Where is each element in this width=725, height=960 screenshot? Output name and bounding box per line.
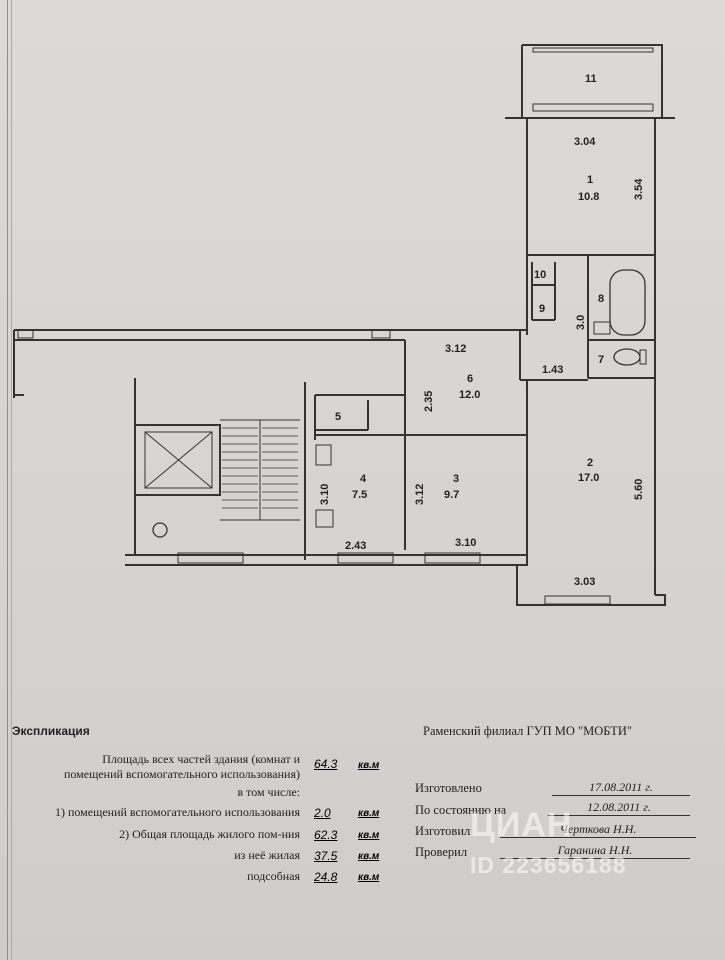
maker-label: Изготовил: [415, 824, 471, 838]
made-date: 17.08.2011 г.: [552, 780, 690, 796]
unit-label: кв.м: [358, 872, 380, 883]
room-8-number: 8: [598, 293, 604, 305]
total-area-label-2: помещений вспомогательного использования…: [63, 767, 300, 781]
room-4-number: 4: [360, 473, 367, 485]
floor-plan: 11 1 10.8 2 17.0 3 9.7 4 7.5 5 6 12.0 7 …: [13, 44, 675, 606]
including-label: в том числе:: [237, 785, 300, 799]
dim-label: 5.60: [633, 479, 645, 500]
watermark-brand: ЦИАН: [470, 806, 573, 844]
unit-label: кв.м: [358, 830, 380, 841]
living-total-value: 62.3: [314, 828, 338, 842]
total-area-label-1: Площадь всех частей здания (комнат и: [102, 752, 300, 766]
dim-label: 2.43: [345, 540, 366, 552]
utility-value: 24.8: [314, 870, 338, 884]
dim-label: 3.0: [575, 315, 587, 330]
room-3-number: 3: [453, 473, 459, 485]
room-7-number: 7: [598, 354, 604, 366]
room-2-area: 17.0: [578, 472, 599, 484]
organization-name: Раменский филиал ГУП МО "МОБТИ": [423, 724, 633, 738]
dim-label: 1.43: [542, 364, 563, 376]
dim-label: 3.12: [445, 343, 466, 355]
dim-label: 3.10: [319, 484, 331, 505]
dim-label: 3.04: [574, 136, 596, 148]
aux-area-label: 1) помещений вспомогательного использова…: [54, 805, 300, 819]
room-5-number: 5: [335, 411, 341, 423]
dim-label: 3.12: [414, 484, 426, 505]
unit-label: кв.м: [358, 760, 380, 771]
room-11-number: 11: [585, 73, 597, 85]
dim-label: 3.54: [633, 178, 645, 200]
room-10-number: 10: [534, 269, 546, 281]
room-3-area: 9.7: [444, 489, 459, 501]
aux-area-value: 2.0: [314, 806, 331, 820]
binding-line: [11, 0, 12, 960]
utility-label: подсобная: [247, 869, 300, 883]
living-total-label: 2) Общая площадь жилого пом-ния: [119, 827, 300, 841]
room-4-area: 7.5: [352, 489, 367, 501]
dim-label: 3.10: [455, 537, 476, 549]
room-6-number: 6: [467, 373, 473, 385]
checker-label: Проверил: [415, 845, 468, 859]
unit-label: кв.м: [358, 808, 380, 819]
dim-label: 3.03: [574, 576, 595, 588]
room-6-area: 12.0: [459, 389, 480, 401]
binding-line: [7, 0, 8, 960]
living-label: из неё жилая: [234, 848, 300, 862]
room-1-area: 10.8: [578, 191, 599, 203]
room-2-number: 2: [587, 457, 593, 469]
room-9-number: 9: [539, 303, 545, 315]
living-value: 37.5: [314, 849, 338, 863]
dim-label: 2.35: [423, 391, 435, 412]
watermark-id: ID 223656188: [470, 852, 627, 878]
state-date: 12.08.2011 г.: [548, 800, 690, 816]
explication-title: Экспликация: [12, 724, 90, 738]
room-1-number: 1: [587, 174, 593, 186]
total-area-value: 64.3: [314, 757, 338, 771]
maker-name: Черткова Н.Н.: [500, 822, 696, 838]
unit-label: кв.м: [358, 851, 380, 862]
checker-name: Гаранина Н.Н.: [500, 843, 690, 859]
made-label: Изготовлено: [415, 781, 482, 795]
state-label: По состоянию на: [415, 803, 507, 817]
